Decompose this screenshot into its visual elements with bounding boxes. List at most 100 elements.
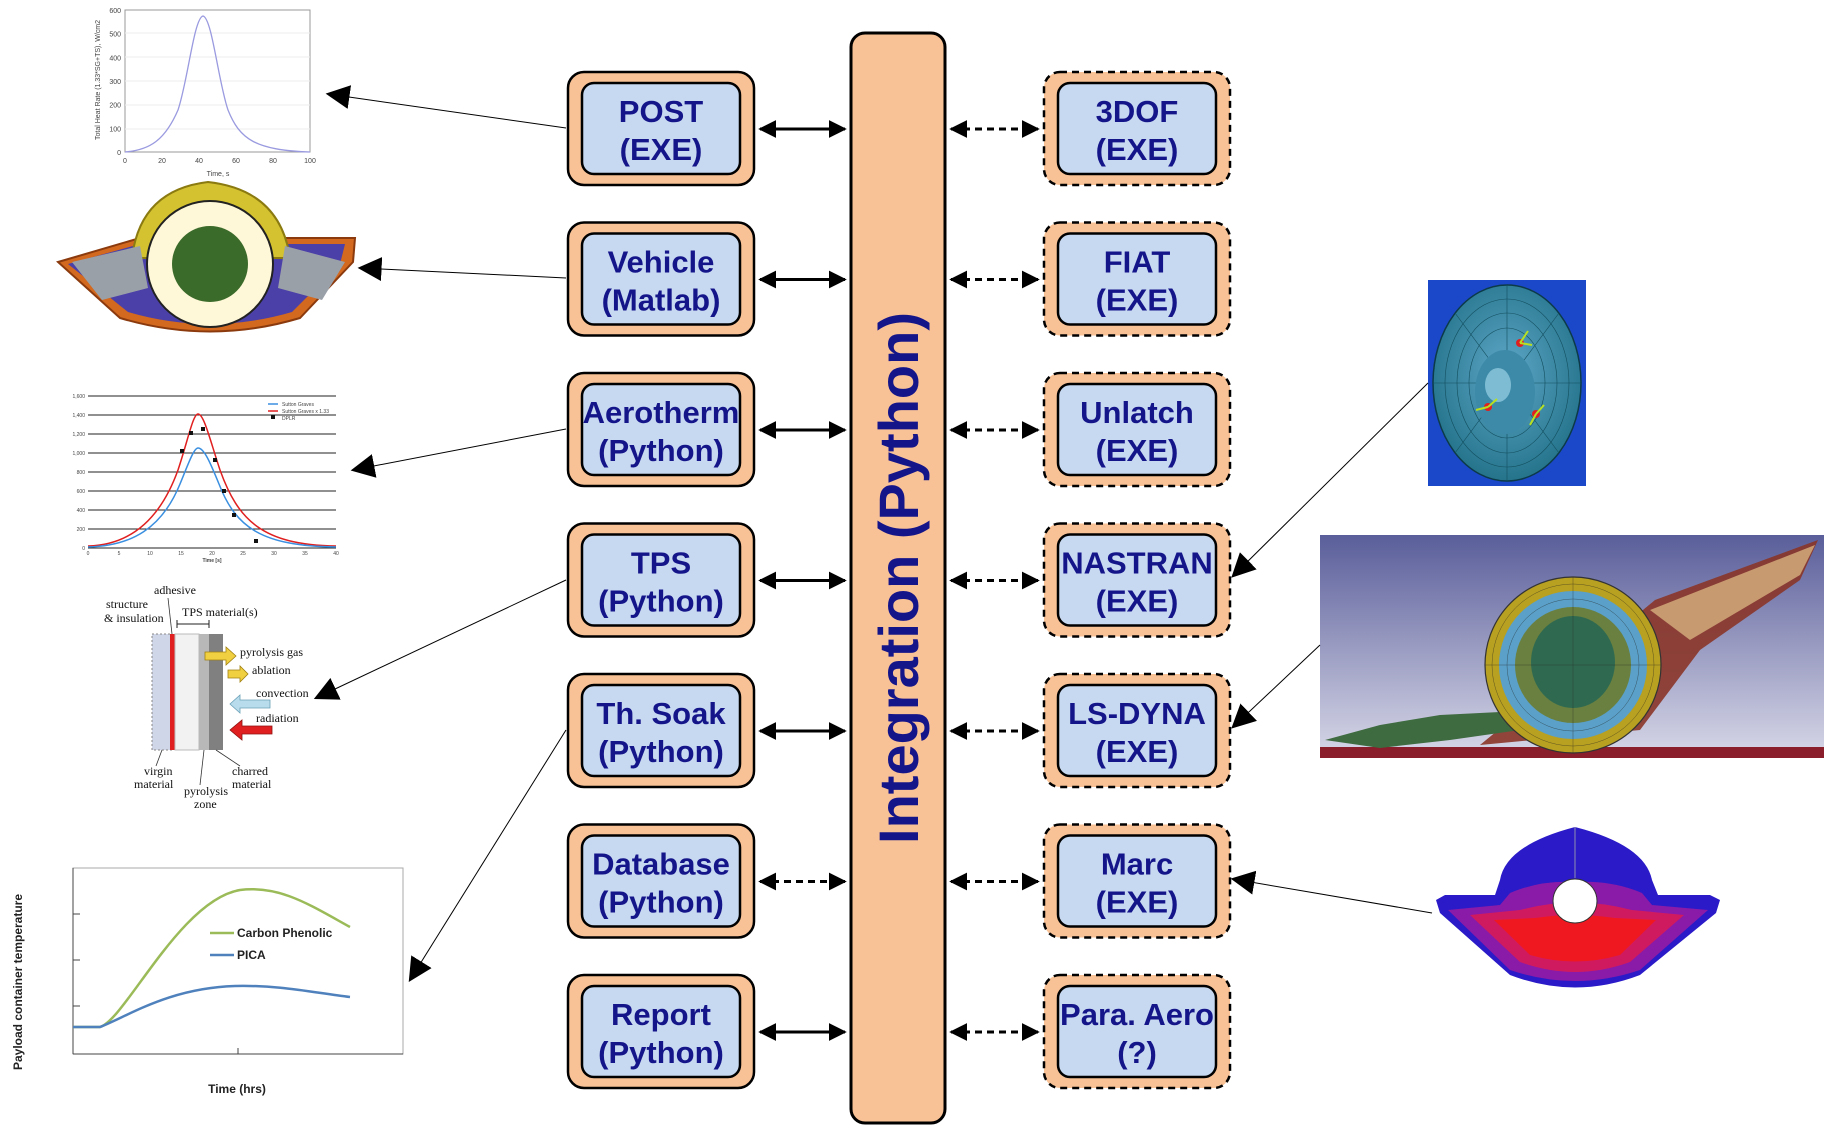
module-type: (Matlab) bbox=[602, 283, 721, 318]
aerotherm-plot: Sutton Graves Sutton Graves x 1.33 DPLR … bbox=[72, 394, 339, 564]
lsdyna-crush-image bbox=[1320, 535, 1824, 758]
heat-rate-ytick: 300 bbox=[109, 79, 121, 86]
aerotherm-ytick: 600 bbox=[77, 489, 86, 495]
svg-text:convection: convection bbox=[256, 686, 309, 700]
integration-label: Integration (Python) bbox=[867, 312, 930, 844]
soak-series-carbon-phenolic bbox=[73, 888, 351, 1029]
module-type: (EXE) bbox=[1096, 734, 1179, 769]
module-fiat[interactable]: FIAT(EXE) bbox=[1042, 221, 1232, 337]
svg-text:TPS material(s): TPS material(s) bbox=[182, 605, 258, 619]
module-marc[interactable]: Marc(EXE) bbox=[1042, 823, 1232, 939]
module-title: Unlatch bbox=[1080, 395, 1194, 430]
aerotherm-ytick: 1,600 bbox=[72, 394, 85, 400]
aerotherm-xtick: 15 bbox=[178, 551, 184, 557]
svg-text:material: material bbox=[134, 777, 174, 791]
module-type: (EXE) bbox=[1096, 584, 1179, 619]
svg-text:Sutton Graves: Sutton Graves bbox=[282, 402, 314, 408]
svg-text:charred: charred bbox=[232, 764, 268, 778]
module-report[interactable]: Report(Python) bbox=[566, 973, 756, 1090]
aerotherm-ytick: 1,200 bbox=[72, 432, 85, 438]
soak-legend-carbon: Carbon Phenolic bbox=[237, 926, 333, 940]
heat-rate-ytick: 400 bbox=[109, 55, 121, 62]
svg-text:virgin: virgin bbox=[144, 764, 172, 778]
heat-rate-ylabel: Total Heat Rate (1.33*SG+TS), W/cm2 bbox=[95, 20, 102, 140]
aerotherm-ytick: 800 bbox=[77, 470, 86, 476]
aerotherm-ytick: 200 bbox=[77, 527, 86, 533]
module-title: Marc bbox=[1101, 847, 1173, 882]
module-title: Vehicle bbox=[608, 245, 715, 280]
aerotherm-series-sutton bbox=[87, 447, 337, 548]
aerotherm-xtick: 10 bbox=[147, 551, 153, 557]
soak-ylabel: Payload container temperature bbox=[11, 894, 25, 1070]
aerotherm-ytick: 400 bbox=[77, 508, 86, 514]
svg-text:radiation: radiation bbox=[256, 711, 299, 725]
svg-text:zone: zone bbox=[194, 797, 217, 811]
module-title: LS-DYNA bbox=[1068, 696, 1206, 731]
tps-sketch: adhesive structure & insulation TPS mate… bbox=[104, 583, 309, 811]
aerotherm-xtick: 30 bbox=[271, 551, 277, 557]
module-type: (Python) bbox=[598, 1035, 724, 1070]
aerotherm-ytick: 1,400 bbox=[72, 413, 85, 419]
module-vehicle[interactable]: Vehicle(Matlab) bbox=[566, 221, 756, 337]
integration-bar[interactable]: Integration (Python) bbox=[849, 31, 947, 1125]
module-nastran[interactable]: NASTRAN(EXE) bbox=[1042, 522, 1232, 638]
aerotherm-dplr-points bbox=[180, 427, 258, 543]
svg-text:adhesive: adhesive bbox=[154, 583, 196, 597]
heat-rate-ytick: 200 bbox=[109, 103, 121, 110]
heat-rate-xlabel: Time, s bbox=[207, 171, 230, 178]
module-unlatch[interactable]: Unlatch(EXE) bbox=[1042, 371, 1232, 488]
svg-text:Sutton Graves x 1.33: Sutton Graves x 1.33 bbox=[282, 409, 329, 415]
module-tps[interactable]: TPS(Python) bbox=[566, 522, 756, 638]
heat-rate-xtick: 20 bbox=[158, 158, 166, 165]
module-title: NASTRAN bbox=[1061, 546, 1213, 581]
heat-rate-ytick: 100 bbox=[109, 126, 121, 133]
soak-plot: Carbon Phenolic PICA Payload container t… bbox=[11, 867, 404, 1096]
module-post[interactable]: POST(EXE) bbox=[566, 70, 756, 187]
heat-rate-ytick: 0 bbox=[117, 150, 121, 157]
module-title: POST bbox=[619, 94, 703, 129]
module-database[interactable]: Database(Python) bbox=[566, 823, 756, 939]
module-3dof[interactable]: 3DOF(EXE) bbox=[1042, 70, 1232, 187]
module-title: Th. Soak bbox=[596, 696, 726, 731]
module-title: Report bbox=[611, 997, 711, 1032]
svg-text:ablation: ablation bbox=[252, 663, 291, 677]
aerotherm-xtick: 0 bbox=[87, 551, 90, 557]
heat-rate-ytick: 500 bbox=[109, 32, 121, 39]
heat-rate-xtick: 40 bbox=[195, 158, 203, 165]
aerotherm-series-sutton-x133 bbox=[87, 413, 337, 547]
module-type: (EXE) bbox=[1096, 132, 1179, 167]
figure-connectors bbox=[313, 85, 1433, 983]
module-type: (EXE) bbox=[1096, 283, 1179, 318]
module-type: (Python) bbox=[598, 584, 724, 619]
soak-xlabel: Time (hrs) bbox=[208, 1082, 266, 1096]
heat-rate-curve bbox=[124, 15, 311, 153]
module-aerotherm[interactable]: Aerotherm(Python) bbox=[566, 371, 756, 488]
aerotherm-ytick: 1,000 bbox=[72, 451, 85, 457]
module-type: (EXE) bbox=[620, 132, 703, 167]
unlatch-dish-image bbox=[1428, 280, 1586, 486]
module-type: (Python) bbox=[598, 885, 724, 920]
module-type: (Python) bbox=[598, 433, 724, 468]
module-ls-dyna[interactable]: LS-DYNA(EXE) bbox=[1042, 672, 1232, 789]
svg-text:material: material bbox=[232, 777, 272, 791]
aerotherm-xtick: 35 bbox=[302, 551, 308, 557]
heat-rate-ytick: 600 bbox=[109, 8, 121, 15]
soak-series-pica bbox=[73, 984, 351, 1029]
module-type: (?) bbox=[1117, 1035, 1157, 1070]
module-para-aero[interactable]: Para. Aero(?) bbox=[1042, 973, 1232, 1090]
aerotherm-xlabel: Time [s] bbox=[202, 558, 221, 564]
aerotherm-legend: Sutton Graves Sutton Graves x 1.33 DPLR bbox=[268, 402, 329, 422]
module-title: Database bbox=[592, 847, 730, 882]
soak-legend-pica: PICA bbox=[237, 948, 266, 962]
svg-text:pyrolysis: pyrolysis bbox=[184, 784, 228, 798]
module-title: Para. Aero bbox=[1060, 997, 1214, 1032]
module-title: 3DOF bbox=[1096, 94, 1179, 129]
svg-text:DPLR: DPLR bbox=[282, 416, 296, 422]
svg-text:& insulation: & insulation bbox=[104, 611, 164, 625]
heat-rate-xtick: 60 bbox=[232, 158, 240, 165]
heat-rate-xtick: 80 bbox=[269, 158, 277, 165]
heat-rate-xtick: 0 bbox=[123, 158, 127, 165]
module-th-soak[interactable]: Th. Soak(Python) bbox=[566, 672, 756, 789]
